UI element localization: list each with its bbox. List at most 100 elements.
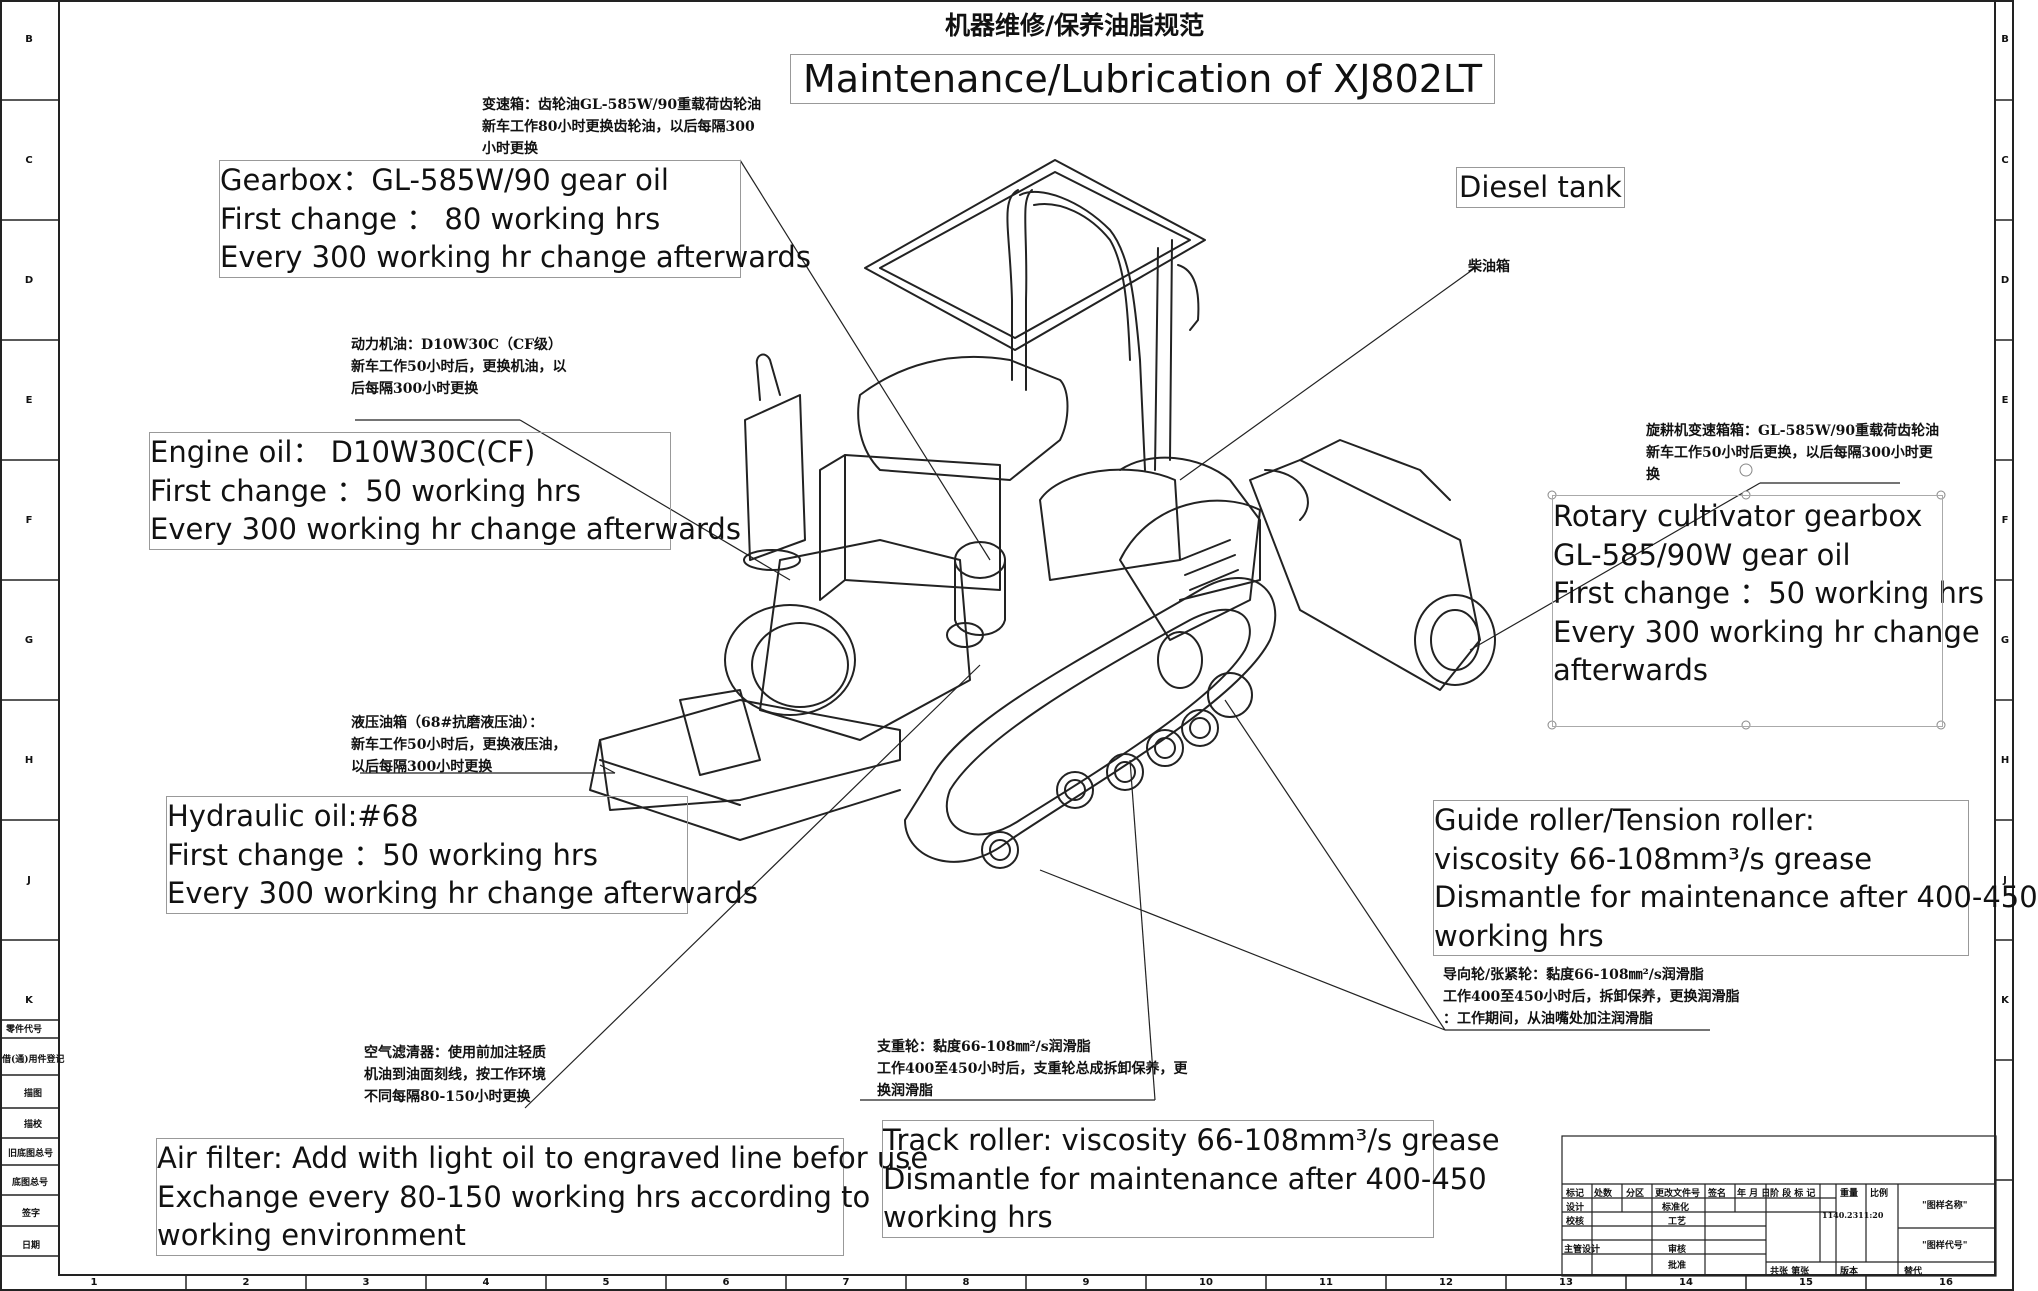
title-block-cell: 批准: [1668, 1261, 1687, 1271]
zone-letter-left: C: [25, 155, 33, 166]
zone-number: 9: [1082, 1277, 1090, 1288]
engine-oil-line: Engine oil： D10W30C(CF): [150, 435, 536, 469]
zone-number: 4: [482, 1277, 490, 1288]
air-filter-line: Exchange every 80-150 working hrs accord…: [157, 1179, 871, 1214]
title-block-cell: 阶 段 标 记: [1770, 1189, 1816, 1199]
zone-number: 11: [1319, 1277, 1333, 1288]
zone-letter-left: K: [25, 995, 33, 1006]
title-english: Maintenance/Lubrication of XJ802LT: [790, 54, 1496, 104]
title-block-cell: 工艺: [1668, 1217, 1687, 1227]
gearbox-line: Gearbox：GL-585W/90 gear oil: [220, 163, 669, 197]
guide-roller-line: viscosity 66-108mm³/s grease: [1434, 841, 1873, 876]
title-block-cell: 年 月 日: [1737, 1189, 1771, 1199]
side-table-label: 签字: [22, 1209, 41, 1219]
zone-letter-left: D: [24, 275, 34, 286]
title-block-cell: 标记: [1566, 1189, 1585, 1199]
zone-number: 13: [1559, 1277, 1573, 1288]
zone-letter-left: H: [24, 755, 34, 766]
zone-number: 6: [722, 1277, 730, 1288]
guide-roller-label: Guide roller/Tension roller: viscosity 6…: [1433, 800, 2038, 956]
zone-grid-right: [1996, 99, 2014, 1181]
zone-letter-right: F: [2001, 515, 2009, 526]
title-block-cell: 设计: [1566, 1203, 1585, 1213]
engine-oil-label-cn: 动力机油：D10W30C（CF级） 新车工作50小时后，更换机油，以 后每隔30…: [351, 337, 567, 397]
zone-grid-left: [0, 99, 58, 1257]
guide-roller-line: Dismantle for maintenance after 400-450: [1434, 880, 2038, 914]
zone-number: 15: [1799, 1277, 1813, 1288]
gearbox-label-cn: 变速箱：齿轮油GL-585W/90重载荷齿轮油 新车工作80小时更换齿轮油，以后…: [482, 97, 762, 157]
drawing-name: "图样名称": [1922, 1201, 1968, 1211]
title-block-cell: 标准化: [1662, 1203, 1690, 1213]
zone-number: 1: [90, 1277, 98, 1288]
zone-number: 5: [602, 1277, 610, 1288]
track-roller-line: Track roller: viscosity 66-108mm³/s grea…: [883, 1123, 1500, 1157]
zone-letter-left: G: [24, 635, 34, 646]
scale-value: 1140.2311:20: [1822, 1210, 1884, 1220]
zone-number: 12: [1439, 1277, 1453, 1288]
air-filter-line: Air filter: Add with light oil to engrav…: [157, 1141, 929, 1175]
drawing-code: "图样代号": [1922, 1241, 1968, 1251]
track-roller-label: Track roller: viscosity 66-108mm³/s grea…: [882, 1120, 1500, 1238]
engine-oil-line: Every 300 working hr change afterwards: [150, 512, 741, 546]
zone-letter-right: B: [2001, 34, 2009, 45]
gearbox-label: Gearbox：GL-585W/90 gear oil First change…: [219, 160, 811, 278]
leader-lines: [355, 159, 1900, 1109]
zone-number: 8: [962, 1277, 970, 1288]
title-block-cell: 签名: [1708, 1189, 1727, 1199]
title-block-cell: 比例: [1870, 1189, 1889, 1199]
engine-oil-line: First change ：50 working hrs: [150, 473, 581, 508]
zone-letter-right: J: [2003, 875, 2007, 886]
zone-number: 2: [242, 1277, 250, 1288]
hydraulic-line: First change ：50 working hrs: [167, 837, 598, 872]
title-block-cell: 版本: [1840, 1267, 1859, 1277]
rotary-line: Rotary cultivator gearbox: [1553, 499, 1923, 533]
rotary-gearbox-label-cn: 旋耕机变速箱箱：GL-585W/90重载荷齿轮油 新车工作50小时后更换，以后每…: [1646, 423, 1940, 483]
drawing-inner-frame: [58, 0, 1996, 1276]
diesel-tank-label: Diesel tank: [1456, 167, 1625, 208]
hydraulic-oil-label: Hydraulic oil:#68 First change ：50 worki…: [166, 796, 758, 914]
zone-number: 14: [1679, 1277, 1693, 1288]
zone-number: 16: [1939, 1277, 1953, 1288]
title-block-cell: 更改文件号: [1655, 1189, 1701, 1199]
zone-number: 10: [1199, 1277, 1213, 1288]
title-block-cell: 分区: [1626, 1189, 1645, 1199]
side-table-label: 日期: [22, 1241, 41, 1251]
air-filter-label-cn: 空气滤清器：使用前加注轻质 机油到油面刻线，按工作环境 不同每隔80-150小时…: [364, 1045, 546, 1105]
zone-letter-right: E: [2001, 395, 2009, 406]
side-table-label: 零件代号: [6, 1025, 43, 1035]
side-table-label: 底图总号: [12, 1178, 49, 1188]
track-roller-label-cn: 支重轮：黏度66-108㎜²/s润滑脂 工作400至450小时后，支重轮总成拆卸…: [877, 1039, 1188, 1099]
zone-letter-right: G: [2000, 635, 2010, 646]
selection-handles: [1547, 463, 1946, 730]
rotary-label-frame: [1552, 495, 1943, 727]
side-table-label: 借(通)用件登记: [2, 1055, 65, 1065]
title-block-cell: 审核: [1668, 1245, 1687, 1255]
title-block-cell: 重量: [1840, 1189, 1859, 1199]
zone-letter-right: D: [2000, 275, 2010, 286]
zone-letter-left: E: [25, 395, 33, 406]
title-block-cell: 共张 第张: [1770, 1267, 1810, 1277]
hydraulic-line: Hydraulic oil:#68: [167, 799, 419, 833]
zone-letter-right: C: [2001, 155, 2009, 166]
guide-roller-line: Guide roller/Tension roller:: [1434, 803, 1815, 837]
title-block-cell: 主管设计: [1564, 1245, 1601, 1255]
gearbox-line: First change ： 80 working hrs: [220, 201, 661, 236]
diesel-tank-label-cn: 柴油箱: [1468, 259, 1510, 275]
title-block-cell: 校核: [1566, 1217, 1585, 1227]
air-filter-label: Air filter: Add with light oil to engrav…: [156, 1138, 929, 1256]
track-roller-line: Dismantle for maintenance after 400-450: [883, 1161, 1487, 1196]
zone-letter-right: K: [2001, 995, 2009, 1006]
zone-letter-left: F: [25, 515, 33, 526]
title-block-lines: [1561, 1135, 1997, 1277]
guide-roller-label-cn: 导向轮/张紧轮：黏度66-108㎜²/s润滑脂 工作400至450小时后，拆卸保…: [1443, 967, 1740, 1027]
zone-grid-bottom: [185, 1276, 1867, 1291]
title-block-cell: 处数: [1594, 1189, 1613, 1199]
engine-oil-label: Engine oil： D10W30C(CF) First change ：50…: [149, 432, 741, 550]
zone-letter-left: J: [27, 875, 31, 886]
rotary-line: First change ：50 working hrs: [1553, 576, 1984, 610]
zone-number: 3: [362, 1277, 370, 1288]
hydraulic-line: Every 300 working hr change afterwards: [167, 876, 758, 910]
title-block-cell: 替代: [1904, 1267, 1923, 1277]
